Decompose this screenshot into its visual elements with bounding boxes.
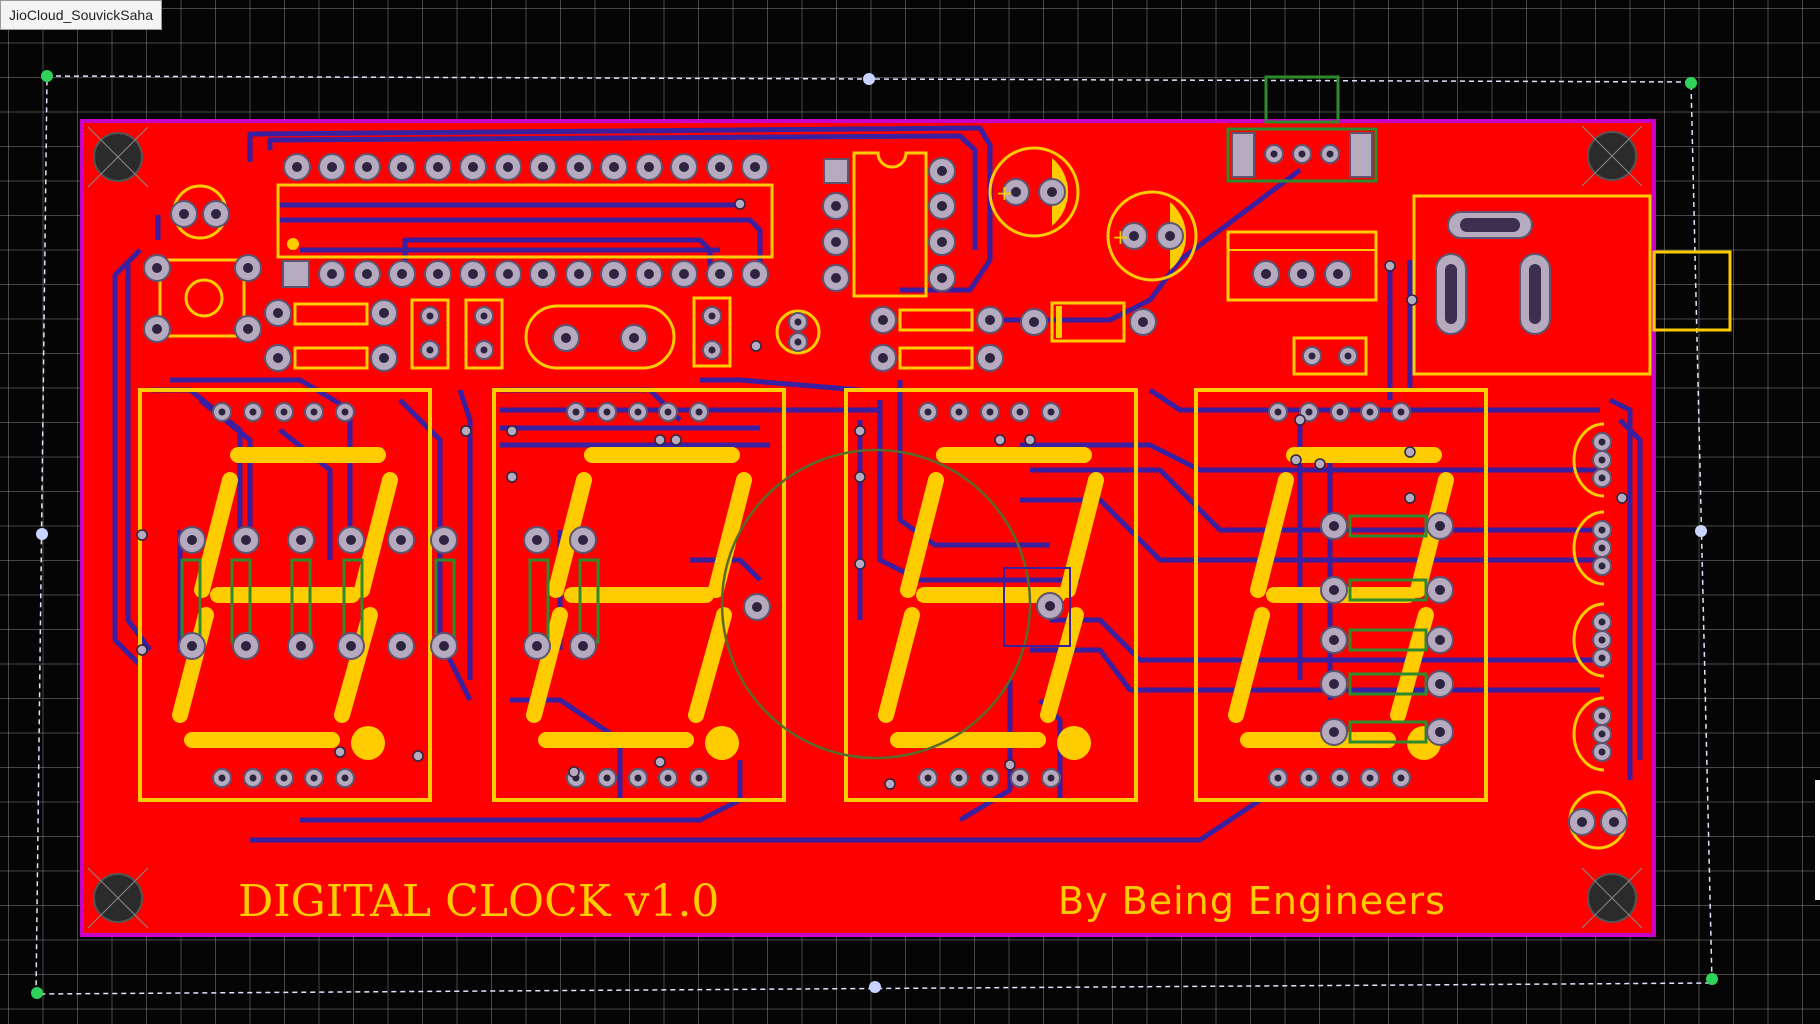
mcu-footprint[interactable] (276, 153, 774, 288)
crystal-footprint[interactable] (524, 296, 821, 370)
board-title: DIGITAL CLOCK v1.0 (238, 876, 719, 927)
watermark-label: JioCloud_SouvickSaha (0, 0, 162, 30)
buzzer-footprint[interactable] (720, 448, 1071, 760)
canvas-edge-marker (1815, 780, 1820, 900)
transistor-footprints[interactable] (1568, 422, 1628, 850)
pushbutton-footprint[interactable] (143, 184, 262, 343)
selection-outline (35, 75, 1713, 995)
resistor-footprints-mid[interactable] (869, 301, 1157, 372)
pcb-board[interactable]: + + (80, 75, 1732, 937)
header-connector[interactable] (1226, 127, 1378, 183)
dc-jack-footprint[interactable] (1412, 194, 1652, 376)
resistor-footprints[interactable] (264, 298, 504, 372)
resistor-array-right[interactable] (1320, 512, 1454, 746)
capacitor-footprints[interactable]: + + (988, 146, 1198, 282)
pcb-traces (112, 125, 1643, 843)
resistor-array-left[interactable] (178, 526, 600, 660)
svg-text:+: + (1112, 225, 1129, 249)
ic-footprint[interactable] (822, 151, 956, 298)
vias (136, 198, 1628, 790)
regulator-footprint[interactable] (1226, 230, 1378, 376)
board-author: By Being Engineers (1058, 879, 1446, 923)
svg-text:+: + (996, 181, 1013, 205)
selection-handles[interactable] (31, 70, 1718, 999)
